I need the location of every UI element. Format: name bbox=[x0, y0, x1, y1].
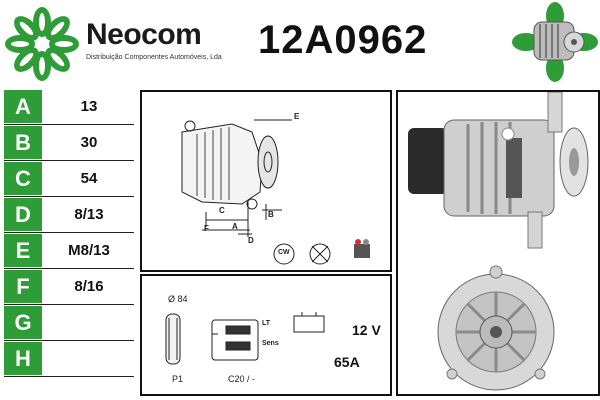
spec-value bbox=[44, 342, 134, 375]
alternator-photo-icon bbox=[408, 91, 589, 391]
spec-row-d: D 8/13 bbox=[4, 198, 134, 233]
connector-code: C20 / - bbox=[228, 374, 256, 384]
spec-letter: G bbox=[4, 306, 42, 339]
pulley-diameter: Ø 84 bbox=[168, 294, 188, 304]
spec-row-h: H bbox=[4, 342, 134, 377]
spec-table: A 13 B 30 C 54 D 8/13 E M8/13 F 8/16 G H bbox=[4, 90, 134, 394]
spec-letter: C bbox=[4, 162, 42, 195]
spec-row-b: B 30 bbox=[4, 126, 134, 161]
spec-row-c: C 54 bbox=[4, 162, 134, 197]
neocom-logo-icon bbox=[5, 7, 79, 81]
spec-row-empty bbox=[4, 378, 134, 392]
part-number: 12A0962 bbox=[258, 18, 428, 62]
spec-row-e: E M8/13 bbox=[4, 234, 134, 269]
spec-letter: D bbox=[4, 198, 42, 231]
spec-letter: B bbox=[4, 126, 42, 159]
brand-name: Neocom bbox=[86, 18, 202, 51]
spec-row-a: A 13 bbox=[4, 90, 134, 125]
dim-label-c: C bbox=[219, 206, 225, 215]
pulley-connector-icon bbox=[165, 312, 325, 365]
brand-tagline: Distribuição Componentes Automóveis, Lda bbox=[86, 54, 222, 61]
spec-row-g: G bbox=[4, 306, 134, 341]
spec-letter: A bbox=[4, 90, 42, 123]
dim-label-d: D bbox=[248, 236, 254, 245]
connector-sens-label: Sens bbox=[262, 340, 279, 347]
dim-label-f: F bbox=[204, 224, 209, 233]
spec-letter: F bbox=[4, 270, 42, 303]
voltage: 12 V bbox=[352, 322, 381, 338]
spec-value: 13 bbox=[80, 98, 98, 115]
spec-value: 8/16 bbox=[74, 278, 104, 295]
spec-value: 54 bbox=[80, 170, 98, 187]
spec-row-f: F 8/16 bbox=[4, 270, 134, 305]
alternator-thumbnail-icon bbox=[512, 2, 598, 82]
connector-lt-label: LT bbox=[262, 320, 271, 327]
rotation-label: CW bbox=[278, 249, 290, 256]
product-photo-panel bbox=[396, 90, 600, 396]
amperage: 65A bbox=[334, 354, 360, 370]
pulley-type: P1 bbox=[172, 374, 184, 384]
spec-value bbox=[44, 306, 134, 339]
dim-label-e: E bbox=[294, 112, 300, 121]
spec-value: 8/13 bbox=[74, 206, 104, 223]
spec-value: 30 bbox=[80, 134, 98, 151]
spec-value: M8/13 bbox=[68, 242, 110, 259]
dim-label-a: A bbox=[232, 222, 238, 231]
spec-letter: H bbox=[4, 342, 42, 375]
dim-label-b: B bbox=[268, 210, 274, 219]
electrical-spec-panel: Ø 84 P1 LT Sens C20 / - bbox=[140, 274, 392, 396]
dimension-diagram-panel: E C B F A D CW bbox=[140, 90, 392, 272]
spec-letter: E bbox=[4, 234, 42, 267]
alternator-drawing-icon bbox=[181, 119, 370, 265]
